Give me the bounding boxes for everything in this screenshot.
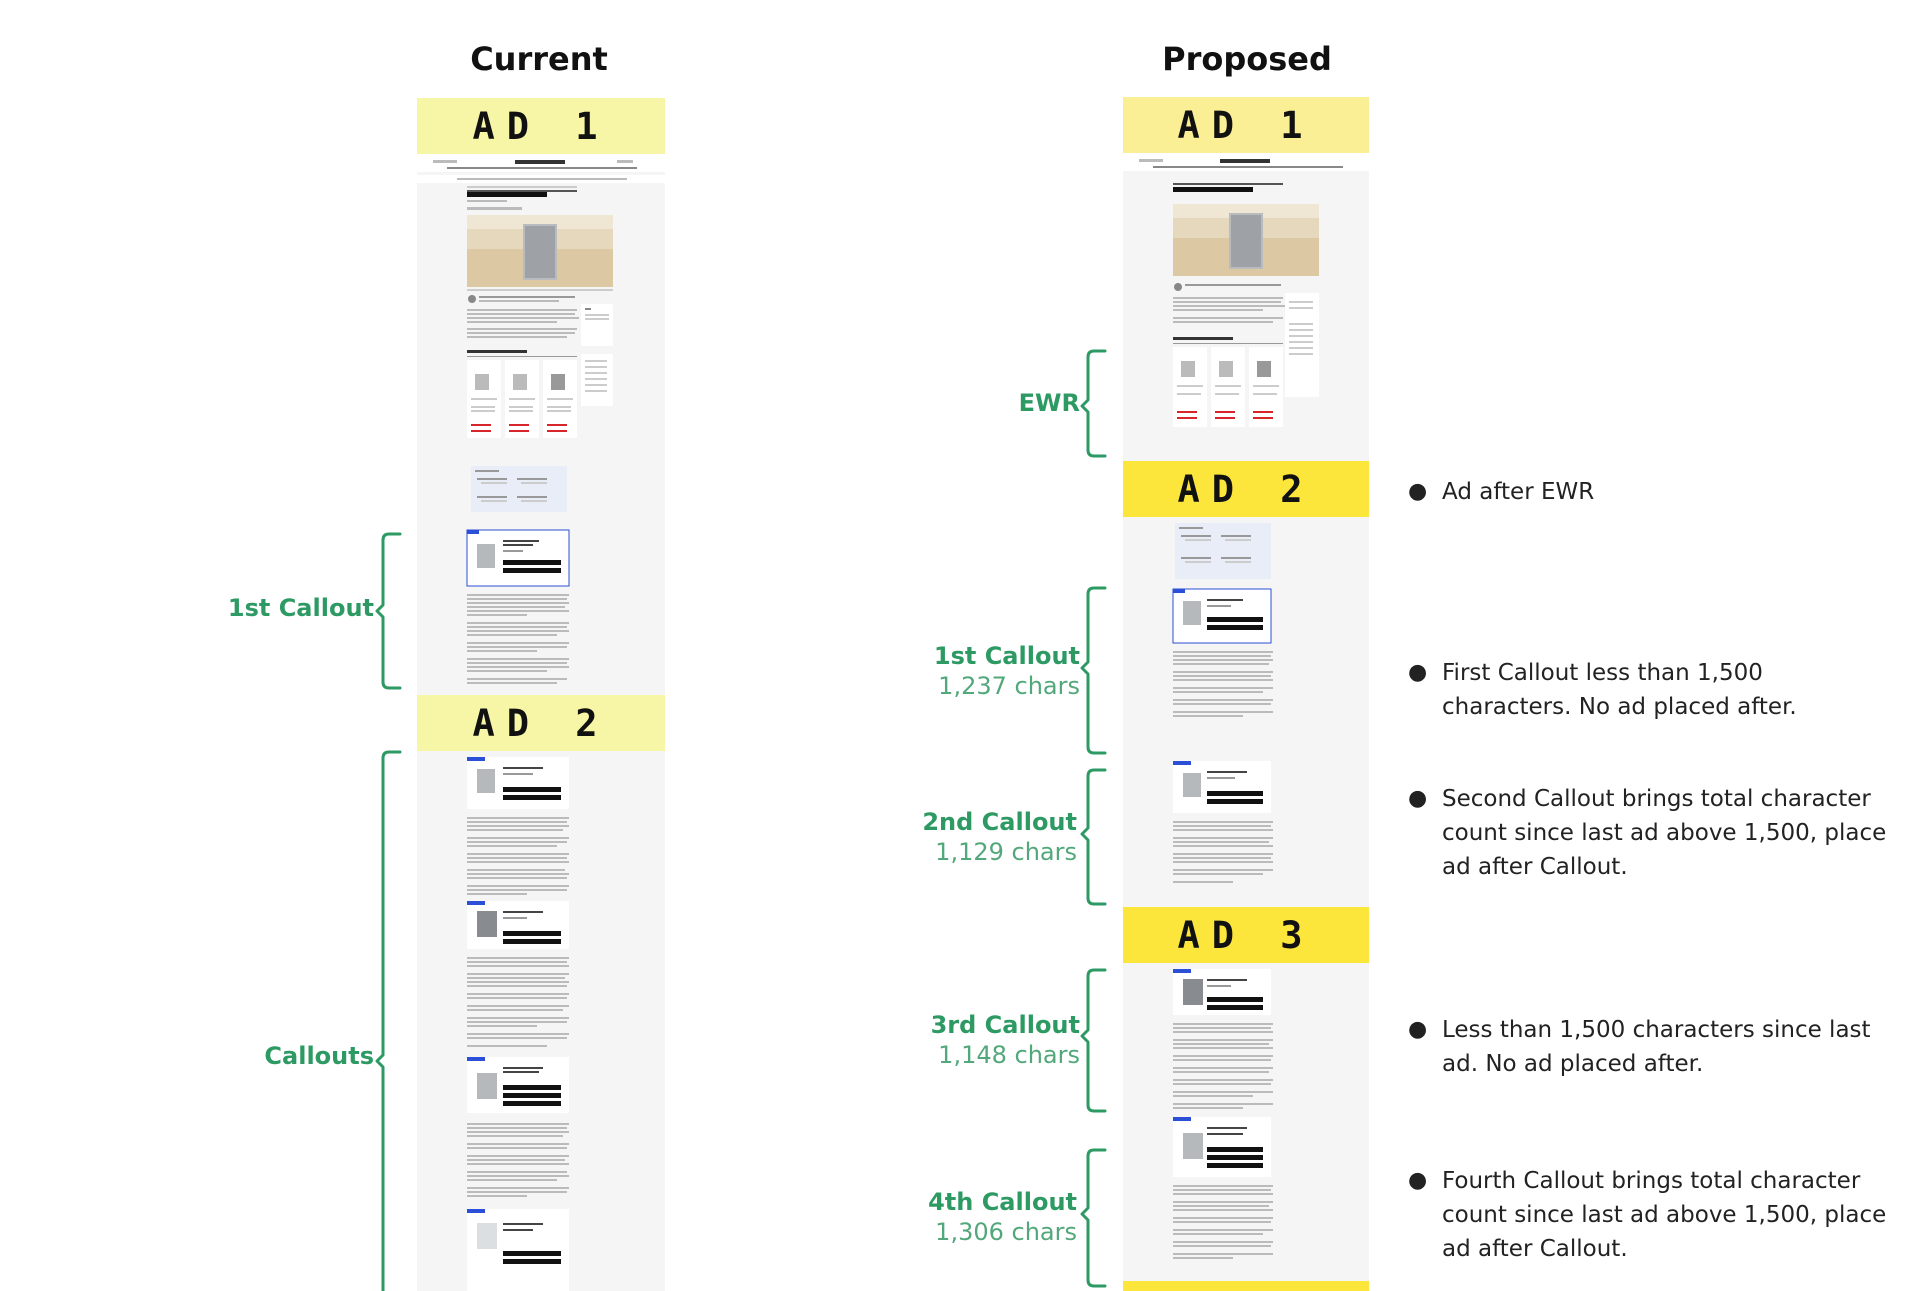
note-text: Fourth Callout brings total character co… [1442, 1168, 1887, 1262]
callout-card-2 [467, 757, 569, 809]
label-char-count: 1,148 chars [938, 1041, 1080, 1069]
ad-label: AD 2 [472, 701, 610, 745]
bullet-icon: ● [1408, 479, 1428, 504]
label-name: 1st Callout [933, 642, 1080, 670]
label-name: 4th Callout [928, 1188, 1077, 1216]
label-char-count: 1,129 chars [935, 838, 1077, 866]
brace-proposed-callout-4 [1080, 1148, 1107, 1288]
label-name: Callouts [264, 1042, 374, 1070]
note-text: First Callout less than 1,500 characters… [1442, 660, 1797, 720]
bullet-icon: ● [1408, 1017, 1428, 1042]
label-char-count: 1,306 chars [935, 1218, 1077, 1246]
proposed-callout-4-label: 4th Callout 1,306 chars [900, 1187, 1077, 1247]
note-text: Less than 1,500 characters since last ad… [1442, 1017, 1871, 1077]
proposed-article-page-bottom [1123, 963, 1369, 1281]
proposed-callout-1-label: 1st Callout 1,237 chars [900, 641, 1080, 701]
ad-label: AD 3 [1177, 913, 1315, 957]
current-column-title: Current [470, 40, 608, 78]
note-second-callout: ● Second Callout brings total character … [1408, 782, 1888, 884]
proposed-thumbnail-middle [1123, 517, 1369, 907]
current-first-callout-label: 1st Callout [210, 593, 374, 623]
bullet-icon: ● [1408, 660, 1428, 685]
callout-card-3 [467, 901, 569, 949]
note-ad-after-ewr: ● Ad after EWR [1408, 475, 1888, 509]
note-first-callout: ● First Callout less than 1,500 characte… [1408, 656, 1888, 724]
brace-current-first-callout [375, 532, 402, 690]
callout-card-1 [466, 529, 570, 587]
product-picks-row [467, 360, 577, 438]
proposed-ad-1: AD 1 [1123, 97, 1369, 153]
proposed-article-page-middle [1123, 517, 1369, 907]
note-text: Second Callout brings total character co… [1442, 786, 1887, 880]
label-name: 1st Callout [227, 594, 374, 622]
current-ad-2: AD 2 [417, 695, 665, 751]
current-ad-1: AD 1 [417, 98, 665, 154]
proposed-thumbnail-bottom [1123, 963, 1369, 1281]
current-article-page-top [417, 154, 665, 695]
ad-label: AD 1 [1177, 103, 1315, 147]
label-char-count: 1,237 chars [938, 672, 1080, 700]
brace-proposed-callout-1 [1080, 586, 1107, 755]
label-name: 2nd Callout [922, 808, 1077, 836]
proposed-ad-4-edge [1123, 1281, 1369, 1291]
label-name: 3rd Callout [930, 1011, 1080, 1039]
proposed-callout-2-label: 2nd Callout 1,129 chars [900, 807, 1077, 867]
proposed-callout-3-label: 3rd Callout 1,148 chars [900, 1010, 1080, 1070]
proposed-ad-3: AD 3 [1123, 907, 1369, 963]
note-fourth-callout: ● Fourth Callout brings total character … [1408, 1164, 1888, 1266]
callout-card-4 [467, 1057, 569, 1113]
callout-card-5 [467, 1209, 569, 1291]
brace-proposed-callout-2 [1080, 768, 1107, 906]
bullet-icon: ● [1408, 786, 1428, 811]
brace-proposed-callout-3 [1080, 968, 1107, 1113]
note-third-callout: ● Less than 1,500 characters since last … [1408, 1013, 1888, 1081]
ad-label: AD 1 [472, 104, 610, 148]
note-text: Ad after EWR [1442, 479, 1595, 505]
brace-proposed-ewr [1080, 349, 1107, 458]
bullet-icon: ● [1408, 1168, 1428, 1193]
brace-current-callouts [375, 750, 402, 1291]
proposed-thumbnail-top [1123, 153, 1369, 461]
proposed-column-title: Proposed [1162, 40, 1332, 78]
label-name: EWR [1018, 389, 1080, 417]
proposed-article-page-top [1123, 153, 1369, 461]
proposed-ad-2: AD 2 [1123, 461, 1369, 517]
current-callouts-label: Callouts [210, 1041, 374, 1071]
proposed-ewr-label: EWR [940, 388, 1080, 418]
current-article-page-callouts [417, 751, 665, 1291]
callouts-thumbnail [417, 751, 665, 1291]
ad-label: AD 2 [1177, 467, 1315, 511]
article-thumbnail-top [417, 154, 665, 695]
